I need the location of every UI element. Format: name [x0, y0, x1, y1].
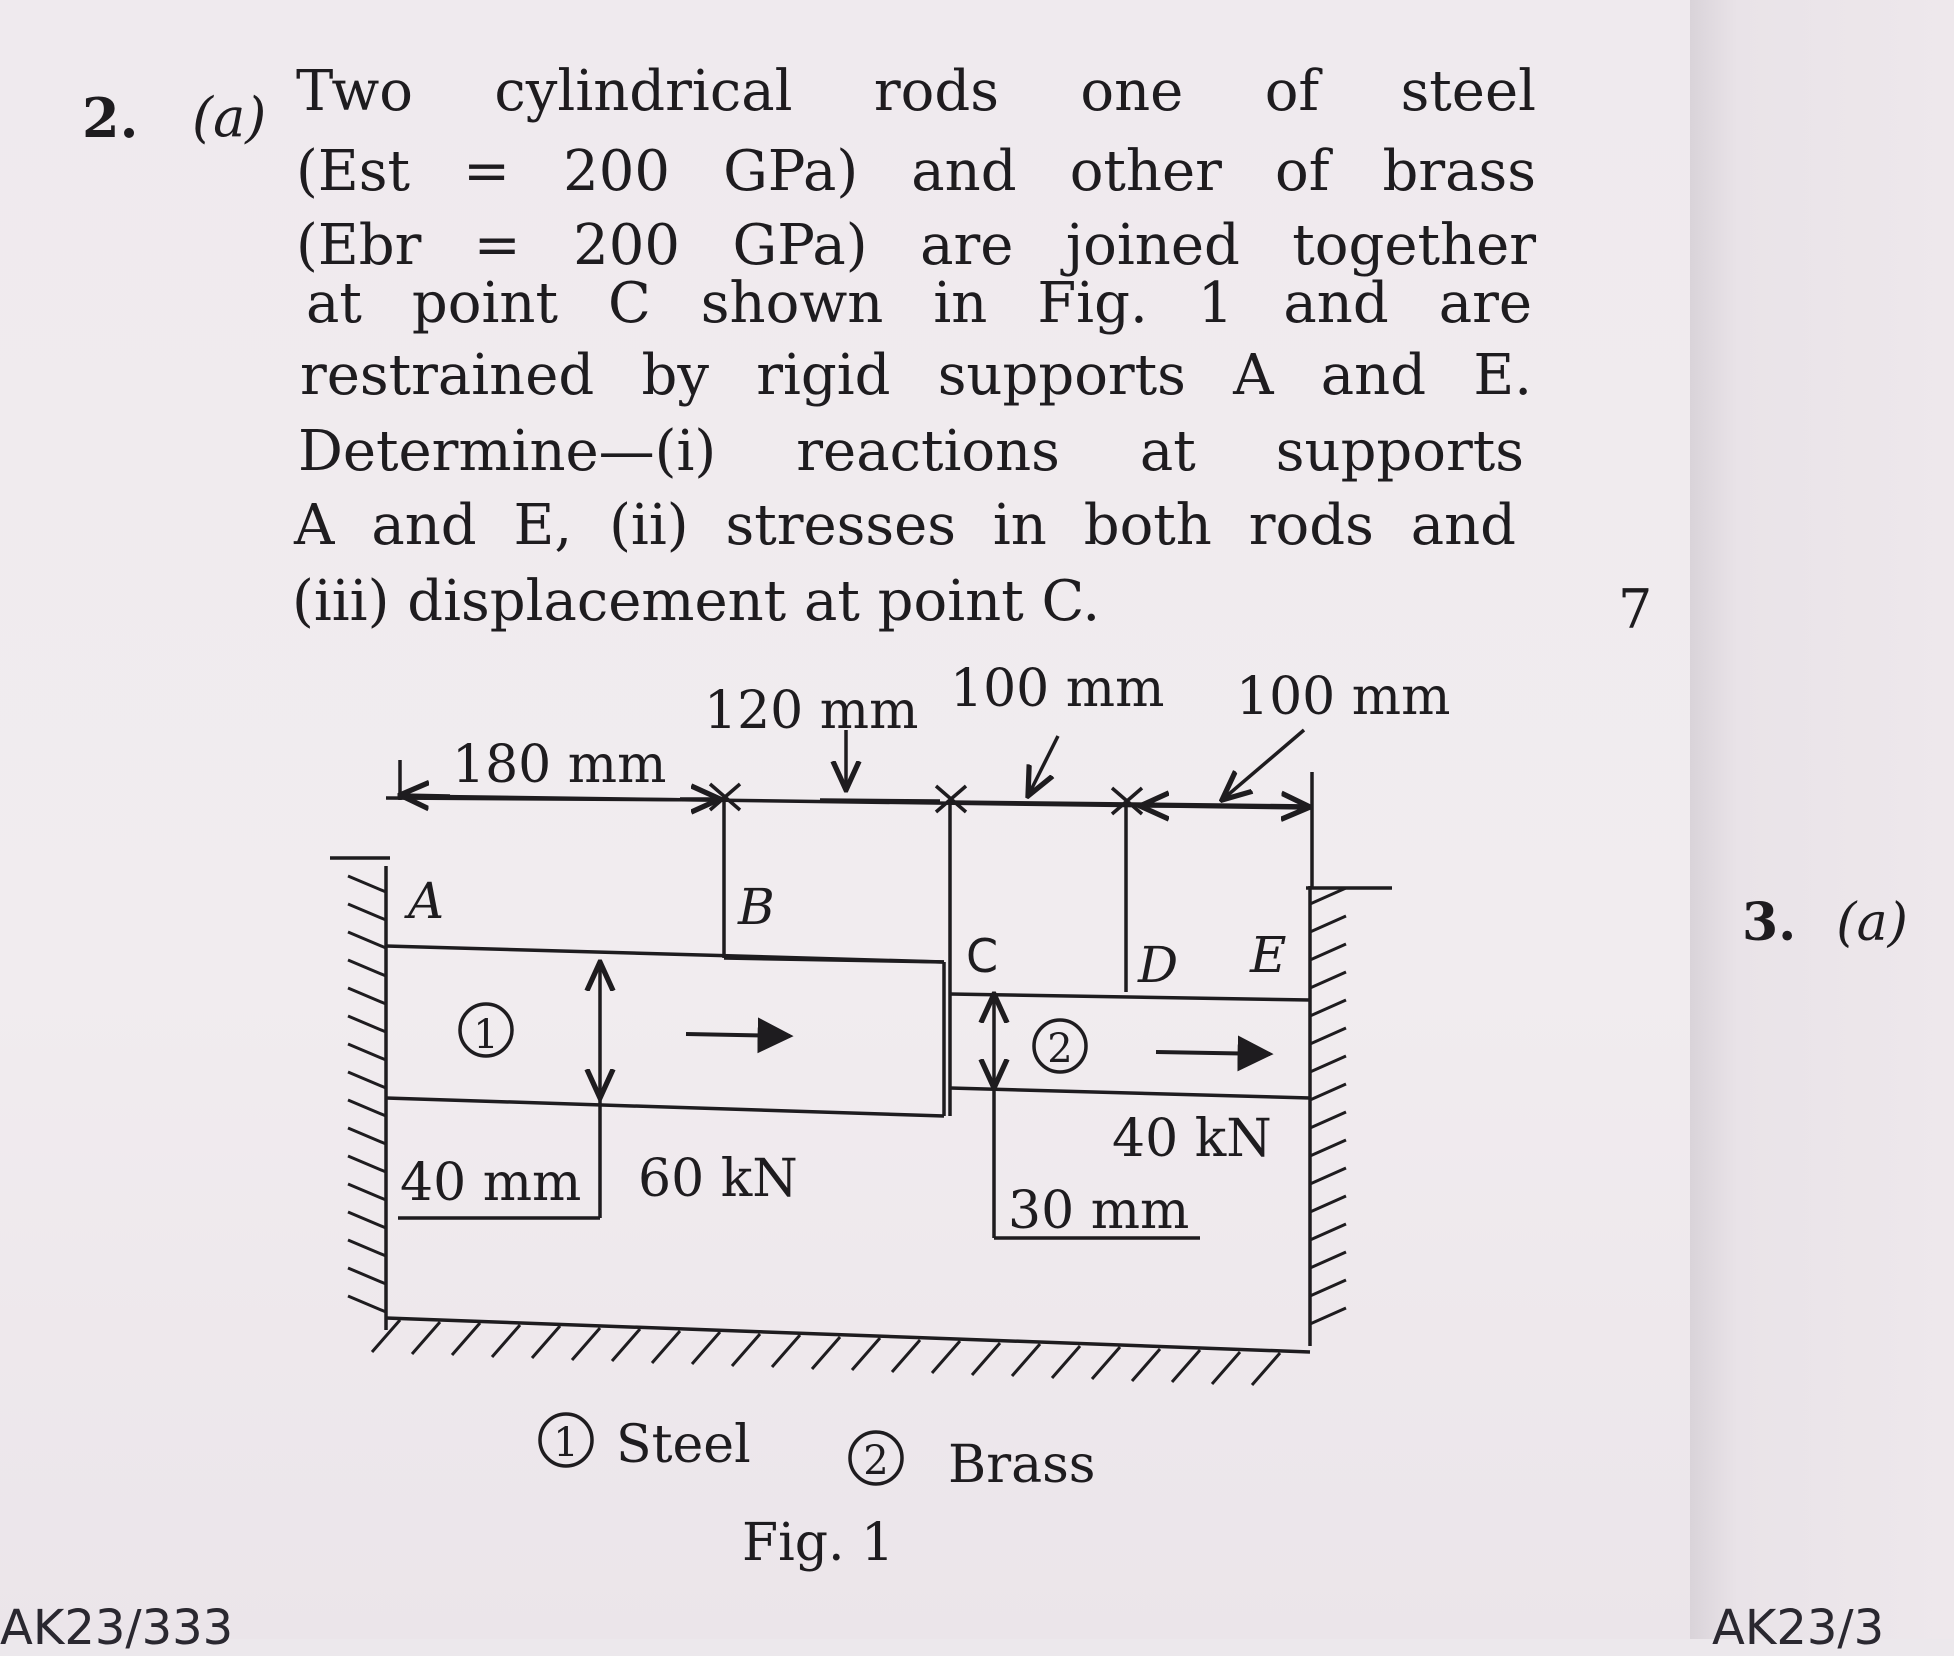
- dim-tick-d: [1110, 786, 1144, 816]
- left-wall-hatching: [347, 874, 387, 1314]
- brass-diameter-label: 30 mm: [1008, 1181, 1189, 1241]
- dim-100a-label: 100 mm: [950, 659, 1164, 719]
- question-number: 2.: [82, 86, 139, 150]
- question-part: (a): [192, 86, 267, 149]
- brass-rod-top: [949, 992, 1311, 1002]
- dim-100b-arrow: [1269, 806, 1310, 807]
- question-line-5: restrained by rigid supports A and E.: [300, 343, 1532, 408]
- left-page: [0, 0, 1690, 1639]
- load-60kn-arrow: [685, 1017, 794, 1054]
- question-line-6: Determine—(i) reactions at supports: [298, 419, 1524, 484]
- legend-brass-circle: [848, 1430, 904, 1486]
- question-line-4: at point C shown in Fig. 1 and are: [306, 271, 1532, 336]
- load-60kn-label: 60 kN: [638, 1149, 798, 1209]
- question-marks: 7: [1618, 578, 1653, 641]
- right-question-part: (a): [1836, 893, 1908, 953]
- point-d-label: D: [1137, 936, 1178, 994]
- dim-100b-label: 100 mm: [1236, 667, 1450, 727]
- rod-2-number: 2: [1047, 1026, 1072, 1072]
- load-40kn-label: 40 kN: [1112, 1109, 1272, 1169]
- right-wall-hatching: [1309, 886, 1347, 1326]
- rod-1-circle: [458, 1002, 514, 1058]
- ground-line: [385, 1316, 1311, 1354]
- legend-brass-label: Brass: [948, 1435, 1095, 1495]
- point-b-label: B: [737, 878, 775, 936]
- steel-diameter-label: 40 mm: [400, 1153, 581, 1213]
- footer-code-left: AK23/333: [0, 1600, 234, 1656]
- brass-rod-bottom: [949, 1086, 1311, 1100]
- rod-2-circle: [1032, 1018, 1088, 1074]
- question-line-3: (Ebr = 200 GPa) are joined together: [296, 213, 1536, 278]
- figure-caption: Fig. 1: [742, 1513, 894, 1573]
- point-e-label: E: [1249, 926, 1287, 984]
- question-line-2: (Est = 200 GPa) and other of brass: [296, 139, 1536, 204]
- load-40kn-arrow: [1155, 1035, 1274, 1072]
- legend-steel-circle: [538, 1412, 594, 1468]
- question-line-8: (iii) displacement at point C.: [292, 569, 1101, 634]
- point-a-label: A: [404, 872, 444, 930]
- steel-rod-top: [385, 944, 945, 964]
- dim-180-label: 180 mm: [452, 735, 666, 795]
- legend-steel-label: Steel: [616, 1415, 751, 1475]
- steel-rod-bottom: [385, 1096, 945, 1118]
- rod-1-number: 1: [473, 1012, 498, 1058]
- legend-steel-number: 1: [553, 1420, 578, 1466]
- dim-100a-leader: [1028, 735, 1060, 796]
- legend-brass-number: 2: [863, 1438, 888, 1484]
- dim-120-label: 120 mm: [704, 681, 918, 741]
- footer-code-right: AK23/3: [1712, 1600, 1885, 1656]
- ground-hatching: [370, 1319, 1282, 1386]
- dim-180-arrow: [400, 795, 451, 796]
- dim-tick-c: [934, 784, 968, 814]
- right-question-number: 3.: [1742, 892, 1797, 953]
- question-line-1: Two cylindrical rods one of steel: [296, 59, 1536, 124]
- question-line-7: A and E, (ii) stresses in both rods and: [294, 493, 1516, 558]
- right-question: 3. (a): [1742, 892, 1908, 953]
- dim-120-line: [819, 798, 941, 803]
- point-c-label: C: [966, 929, 998, 983]
- dim-100b-leader: [1222, 728, 1306, 800]
- right-page: [1690, 0, 1954, 1639]
